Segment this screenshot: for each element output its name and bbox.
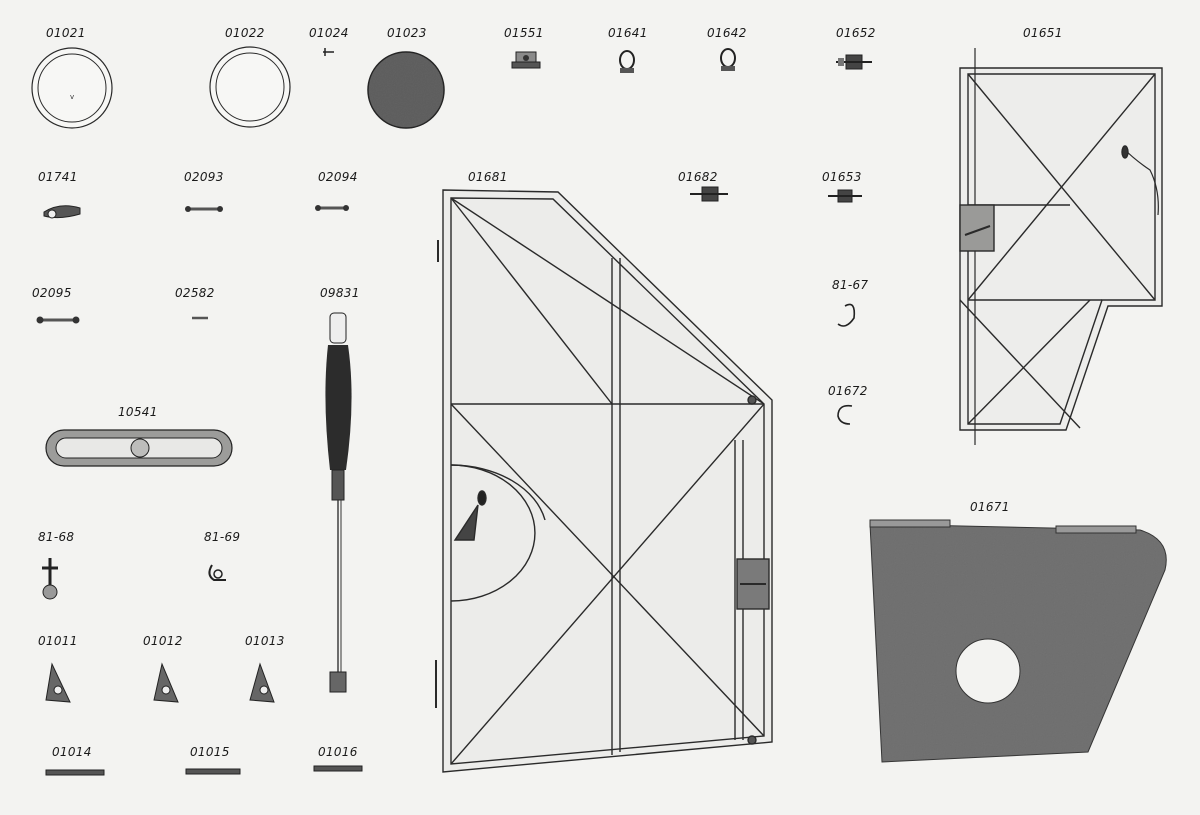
part-02093-pin (185, 206, 223, 212)
part-81-69-clip (208, 564, 226, 581)
label-01641: 01641 (608, 26, 648, 40)
part-01672-hook (837, 404, 853, 425)
label-01016: 01016 (318, 745, 358, 759)
label-01024: 01024 (309, 26, 349, 40)
part-01641-clip (619, 50, 635, 73)
label-81-67: 81-67 (832, 278, 869, 292)
label-01681: 01681 (468, 170, 508, 184)
part-01014-strip (45, 769, 105, 776)
label-02093: 02093 (184, 170, 224, 184)
part-01642-clip (720, 48, 736, 71)
part-01023-disc (367, 51, 445, 129)
part-01016-strip (313, 765, 363, 772)
label-81-69: 81-69 (204, 530, 241, 544)
label-01022: 01022 (225, 26, 265, 40)
part-01551-clamp (511, 51, 541, 69)
part-01681-frame (435, 189, 773, 773)
part-01011-bracket (45, 662, 71, 703)
label-02582: 02582 (175, 286, 215, 300)
part-01013-bracket (249, 662, 275, 703)
label-01014: 01014 (52, 745, 92, 759)
part-01012-bracket (153, 662, 179, 703)
label-01642: 01642 (707, 26, 747, 40)
part-81-68-lever (42, 558, 58, 600)
part-01653-fitting (828, 189, 862, 203)
part-01022-ring (209, 46, 291, 128)
label-02094: 02094 (318, 170, 358, 184)
part-02095-bolt (36, 316, 80, 324)
part-09831-cable (325, 312, 352, 693)
label-01672: 01672 (828, 384, 868, 398)
part-01652-fitting (836, 54, 872, 70)
label-01652: 01652 (836, 26, 876, 40)
part-01024-screw (323, 48, 334, 56)
label-09831: 09831 (320, 286, 360, 300)
label-01015: 01015 (190, 745, 230, 759)
label-10541: 10541 (118, 405, 158, 419)
part-01651-frame (959, 48, 1163, 445)
label-01023: 01023 (387, 26, 427, 40)
label-01741: 01741 (38, 170, 78, 184)
label-01653: 01653 (822, 170, 862, 184)
label-01671: 01671 (970, 500, 1010, 514)
part-02094-pin (315, 205, 349, 211)
part-10541-slotted-plate (45, 429, 233, 467)
part-01015-strip (185, 768, 241, 775)
part-01021-ring: v (31, 47, 113, 129)
label-01021: 01021 (46, 26, 86, 40)
label-01011: 01011 (38, 634, 78, 648)
label-01651: 01651 (1023, 26, 1063, 40)
label-01682: 01682 (678, 170, 718, 184)
part-01741-bracket (43, 205, 81, 219)
label-81-68: 81-68 (38, 530, 75, 544)
part-81-67-spring (837, 303, 856, 327)
label-01012: 01012 (143, 634, 183, 648)
label-02095: 02095 (32, 286, 72, 300)
label-01013: 01013 (245, 634, 285, 648)
svg-text:v: v (70, 93, 74, 101)
label-01551: 01551 (504, 26, 544, 40)
part-01682-fitting (690, 186, 728, 202)
part-01671-panel (869, 519, 1167, 763)
